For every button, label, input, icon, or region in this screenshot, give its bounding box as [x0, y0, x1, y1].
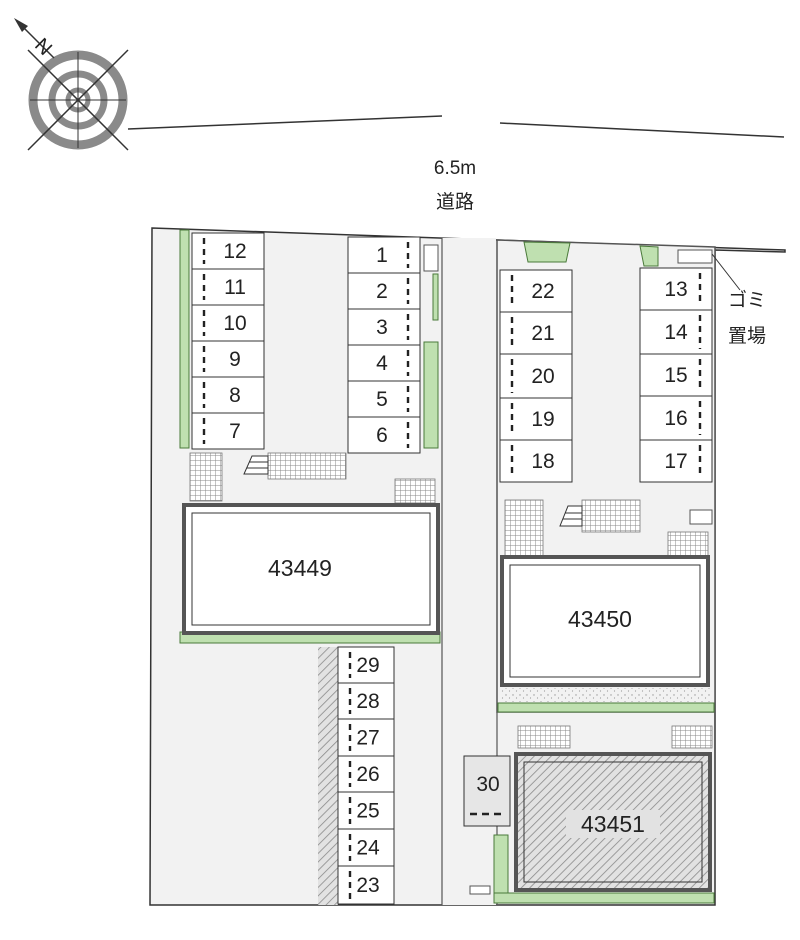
road-name-label: 道路 — [436, 191, 474, 213]
gravel-strip — [500, 688, 712, 702]
parking-slot-label: 16 — [664, 407, 687, 430]
building-43450: 43450 — [500, 555, 710, 687]
building-43451: 43451 — [514, 752, 712, 892]
parking-slot-label: 27 — [356, 727, 379, 750]
parking-slots: 1211109871234562221201918131415161729282… — [191, 232, 713, 905]
parking-slot-28 — [337, 682, 395, 720]
trash-area-label-line1: ゴミ — [728, 289, 766, 311]
utility-boxes — [423, 244, 713, 895]
parking-slot-27 — [337, 718, 395, 757]
building-43449-label: 43449 — [268, 555, 332, 581]
parking-slot-label: 7 — [229, 420, 241, 443]
parking-slot-label: 1 — [376, 244, 388, 267]
parking-slot-23 — [337, 865, 395, 905]
parking-slot-label: 18 — [531, 450, 554, 473]
parking-slot-25 — [337, 791, 395, 830]
parking-slot-29 — [337, 646, 395, 684]
parking-slot-label: 2 — [376, 280, 388, 303]
parking-slot-label: 12 — [223, 240, 246, 263]
parking-slot-label: 14 — [664, 321, 688, 344]
parking-slot-label: 21 — [531, 322, 554, 345]
parking-slot-label: 23 — [356, 874, 379, 897]
parking-slot-label: 19 — [531, 408, 554, 431]
trash-area-label-line2: 置場 — [728, 325, 766, 347]
parking-slot-26 — [337, 755, 395, 793]
building-43450-label: 43450 — [568, 606, 632, 632]
tile-walkways — [189, 452, 713, 749]
parking-slot-label: 30 — [476, 773, 499, 796]
parking-slot-label: 29 — [356, 654, 379, 677]
parking-slot-label: 5 — [376, 388, 388, 411]
parking-slot-label: 26 — [356, 763, 379, 786]
parking-slot-label: 25 — [356, 800, 379, 823]
road-width-label: 6.5m — [434, 158, 476, 179]
parking-slot-label: 9 — [229, 348, 241, 371]
parking-slot-label: 4 — [376, 352, 388, 375]
green-strips — [179, 229, 715, 904]
parking-slot-label: 24 — [356, 837, 380, 860]
building-43449: 43449 — [182, 503, 440, 635]
parking-slot-label: 3 — [376, 316, 388, 339]
parking-slot-label: 22 — [531, 280, 554, 303]
parking-slot-label: 8 — [229, 384, 241, 407]
road-edge — [127, 115, 785, 138]
steps-icon — [243, 455, 583, 527]
building-43451-label: 43451 — [581, 811, 645, 837]
parking-slot-label: 10 — [223, 312, 246, 335]
parking-slot-label: 15 — [664, 364, 687, 387]
parking-slot-label: 28 — [356, 690, 379, 713]
parking-slot-label: 17 — [664, 450, 687, 473]
parking-slot-label: 11 — [224, 276, 246, 299]
parking-slot-label: 6 — [376, 424, 388, 447]
trash-pointer-line — [711, 253, 741, 291]
compass-rose-icon — [14, 18, 129, 151]
parking-slot-label: 13 — [664, 278, 687, 301]
parking-slot-label: 20 — [531, 365, 554, 388]
